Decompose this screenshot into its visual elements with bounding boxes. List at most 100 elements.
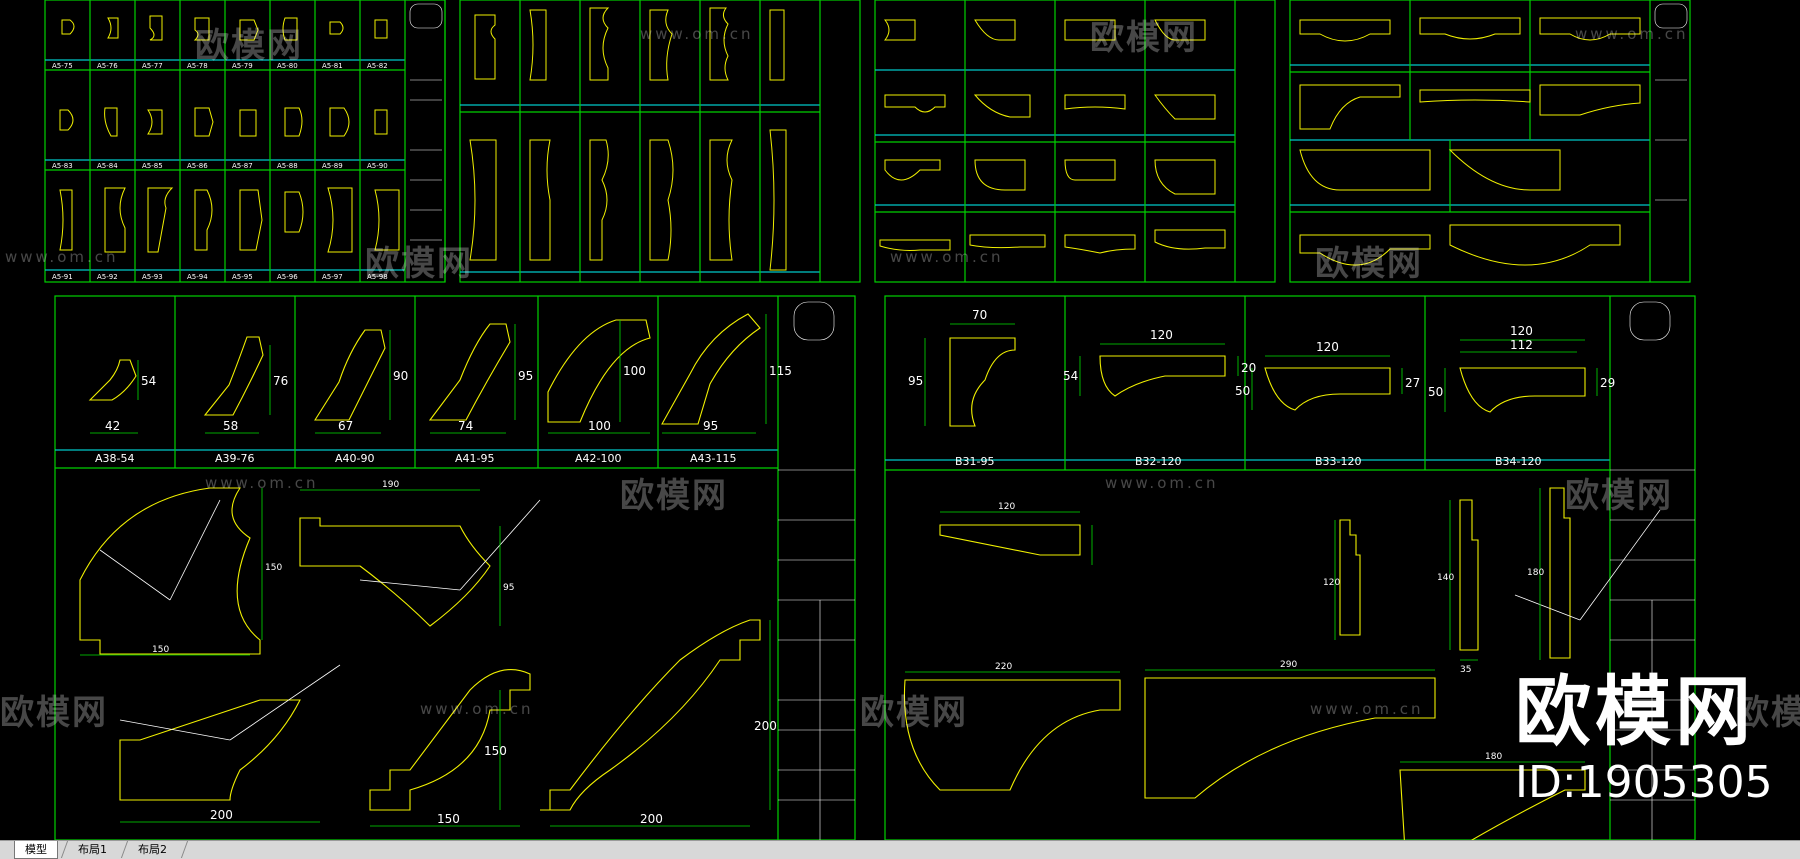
profile-label: B32-120 [1135,455,1182,468]
sheet-bottom-right-dimlines [905,323,1598,763]
profile-label: A41-95 [455,452,495,465]
dimension-text: 29 [1600,376,1615,390]
sheet-1-item-label: A5-86 [187,162,208,170]
brand-overlay: 欧模网 ID:1905305 [1515,672,1773,808]
dimension-text: 54 [141,374,156,388]
tab-separator [180,841,189,858]
dimension-text: 76 [273,374,288,388]
sheet-1-item-label: A5-91 [52,273,73,281]
sheet-2-profiles [469,7,787,271]
dimension-text: 74 [458,419,473,433]
dimension-text: 95 [518,369,533,383]
sheet-3 [874,0,1276,283]
dimension-text: 54 [1063,369,1078,383]
dimension-text: 150 [484,744,507,758]
sheet-4-profiles [1299,17,1641,266]
layout-tab-bar: 模型 布局1 布局2 [0,840,1800,859]
dimension-text: 20 [1241,361,1256,375]
dimension-text: 115 [769,364,792,378]
sheet-1-item-label: A5-84 [97,162,118,170]
dimension-text: 140 [1437,573,1454,583]
dimension-text: 35 [1460,665,1471,675]
dimension-text: 120 [1316,340,1339,354]
sheet-bottom-right-profiles [903,337,1586,851]
dimension-text: 120 [998,502,1015,512]
profile-label: A39-76 [215,452,255,465]
sheet-1-item-label: A5-89 [322,162,343,170]
sheet-bottom-left-dimlines [80,314,771,827]
dimension-text: 67 [338,419,353,433]
sheet-1-item-label: A5-83 [52,162,73,170]
sheet-4-title-block [1654,3,1688,201]
dimension-text: 95 [703,419,718,433]
dimension-text: 150 [265,563,282,573]
sheet-1 [44,0,446,283]
dimension-text: 90 [393,369,408,383]
sheet-1-item-label: A5-85 [142,162,163,170]
dimension-text: 180 [1527,568,1544,578]
sheet-1-item-label: A5-80 [277,62,298,70]
dimension-text: 150 [152,645,169,655]
profile-label: A38-54 [95,452,135,465]
dimension-text: 100 [588,419,611,433]
dimension-text: 190 [382,480,399,490]
sheet-1-item-label: A5-94 [187,273,208,281]
sheet-4 [1289,0,1691,283]
dimension-text: 150 [437,812,460,826]
dimension-text: 180 [1485,752,1502,762]
sheet-1-item-label: A5-96 [277,273,298,281]
dimension-text: 95 [908,374,923,388]
sheet-1-title-block [409,3,443,241]
sheet-bottom-left-labels: A38-54 A39-76 A40-90 A41-95 A42-100 A43-… [95,452,737,465]
sheet-1-item-label: A5-93 [142,273,163,281]
sheet-1-item-label: A5-76 [97,62,118,70]
sheet-1-item-label: A5-90 [367,162,388,170]
dimension-text: 50 [1235,384,1250,398]
profile-label: B31-95 [955,455,995,468]
cad-drawing: A38-54 A39-76 A40-90 A41-95 A42-100 A43-… [44,0,1696,851]
tab-model[interactable]: 模型 [14,841,58,859]
dimension-text: 95 [503,583,514,593]
brand-name: 欧模网 [1515,667,1755,756]
sheet-1-item-label: A5-92 [97,273,118,281]
dimension-text: 58 [223,419,238,433]
dimension-text: 70 [972,308,987,322]
profile-label: B34-120 [1495,455,1542,468]
dimension-text: 100 [623,364,646,378]
profile-label: A42-100 [575,452,622,465]
sheet-1-item-label: A5-87 [232,162,253,170]
sheet-bottom-left-title-block [778,301,855,840]
dimension-text: 42 [105,419,120,433]
sheet-1-item-label: A5-98 [367,273,388,281]
sheet-1-profiles [59,15,400,253]
sheet-bottom-left [54,295,856,841]
dimension-text: 290 [1280,660,1297,670]
dimension-text: 220 [995,662,1012,672]
sheet-1-item-label: A5-97 [322,273,343,281]
dimension-text: 112 [1510,338,1533,352]
profile-label: B33-120 [1315,455,1362,468]
dimension-text: 200 [640,812,663,826]
sheet-1-item-label: A5-95 [232,273,253,281]
dimension-text: 120 [1323,578,1340,588]
dimension-text: 50 [1428,385,1443,399]
dimension-text: 120 [1150,328,1173,342]
sheet-1-item-label: A5-75 [52,62,73,70]
tab-layout-1[interactable]: 布局1 [78,843,107,856]
sheet-1-item-label: A5-78 [187,62,208,70]
sheet-3-profiles [879,19,1226,254]
sheet-1-item-label: A5-79 [232,62,253,70]
tab-layout-2[interactable]: 布局2 [138,843,167,856]
dimension-text: 120 [1510,324,1533,338]
dimension-text: 200 [754,719,777,733]
sheet-1-item-label: A5-81 [322,62,343,70]
sheet-1-item-label: A5-77 [142,62,163,70]
profile-label: A40-90 [335,452,375,465]
dimension-text: 200 [210,808,233,822]
dimension-text: 27 [1405,376,1420,390]
profile-label: A43-115 [690,452,737,465]
sheet-bottom-left-leaders [99,499,541,741]
sheet-bottom-right-leaders [1514,509,1661,621]
sheet-bottom-right-dims: 70 95 120 54 20 120 50 27 120 112 50 29 … [908,308,1615,762]
